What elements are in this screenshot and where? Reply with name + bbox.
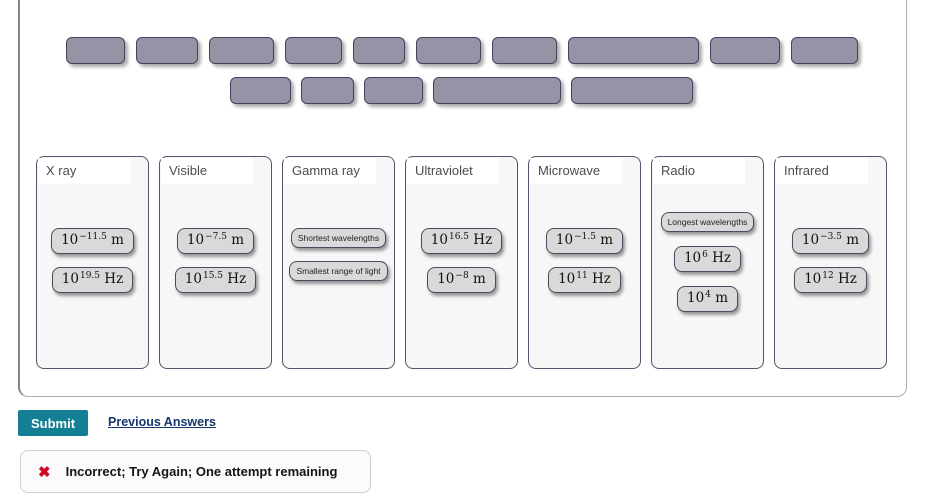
tile-row: [66, 37, 906, 64]
bin-chip-stack: 1016.5 Hz 10−8 m: [406, 157, 517, 368]
bin-label: Visible: [161, 158, 253, 184]
bin-visible[interactable]: Visible 10−7.5 m 1015.5 Hz: [159, 156, 272, 369]
answer-tile[interactable]: [136, 37, 198, 64]
item-chip[interactable]: 1015.5 Hz: [174, 267, 257, 293]
answer-tile[interactable]: [492, 37, 557, 64]
bin-chip-stack: 10−11.5 m 1019.5 Hz: [37, 157, 148, 368]
answer-tile[interactable]: [285, 37, 342, 64]
bin-chip-stack: 10−7.5 m 1015.5 Hz: [160, 157, 271, 368]
feedback-message: Incorrect; Try Again; One attempt remain…: [65, 464, 338, 479]
tile-tray: [20, 37, 906, 104]
answer-tile[interactable]: [568, 37, 699, 64]
bin-chip-stack: Longest wavelengths 106 Hz 104 m: [652, 157, 763, 368]
item-chip[interactable]: 10−8 m: [427, 267, 496, 293]
bin-ultraviolet[interactable]: Ultraviolet 1016.5 Hz 10−8 m: [405, 156, 518, 369]
item-chip[interactable]: 10−3.5 m: [791, 228, 870, 254]
submit-button[interactable]: Submit: [18, 410, 88, 436]
feedback-box: ✖ Incorrect; Try Again; One attempt rema…: [20, 450, 371, 493]
bin-label: Gamma ray: [284, 158, 376, 184]
bin-label: Infrared: [776, 158, 868, 184]
item-chip[interactable]: 10−7.5 m: [176, 228, 255, 254]
tile-row: [230, 77, 906, 104]
item-chip[interactable]: Shortest wavelengths: [290, 228, 387, 248]
bin-label: Ultraviolet: [407, 158, 499, 184]
answer-tile[interactable]: [301, 77, 354, 104]
item-chip[interactable]: 1011 Hz: [548, 267, 621, 293]
bin-microwave[interactable]: Microwave 10−1.5 m 1011 Hz: [528, 156, 641, 369]
bin-x-ray[interactable]: X ray 10−11.5 m 1019.5 Hz: [36, 156, 149, 369]
item-chip[interactable]: 106 Hz: [673, 246, 742, 272]
x-mark-icon: ✖: [38, 463, 51, 481]
answer-tile[interactable]: [416, 37, 481, 64]
answer-tile[interactable]: [710, 37, 780, 64]
previous-answers-link[interactable]: Previous Answers: [108, 415, 216, 429]
bin-chip-stack: 10−3.5 m 1012 Hz: [775, 157, 886, 368]
item-chip[interactable]: 1019.5 Hz: [51, 267, 134, 293]
answer-tile[interactable]: [364, 77, 423, 104]
item-chip[interactable]: 1016.5 Hz: [420, 228, 503, 254]
bin-label: Radio: [653, 158, 745, 184]
item-chip[interactable]: 104 m: [676, 286, 738, 312]
answer-tile[interactable]: [791, 37, 858, 64]
item-chip[interactable]: 10−1.5 m: [545, 228, 624, 254]
bin-chip-stack: 10−1.5 m 1011 Hz: [529, 157, 640, 368]
item-chip[interactable]: 10−11.5 m: [51, 228, 134, 254]
bin-infrared[interactable]: Infrared 10−3.5 m 1012 Hz: [774, 156, 887, 369]
bin-label: Microwave: [530, 158, 622, 184]
bin-label: X ray: [38, 158, 130, 184]
answer-tile[interactable]: [433, 77, 561, 104]
answer-tile[interactable]: [230, 77, 291, 104]
answer-tile[interactable]: [66, 37, 125, 64]
item-chip[interactable]: 1012 Hz: [794, 267, 867, 293]
item-chip[interactable]: Smallest range of light: [289, 261, 388, 281]
answer-tile[interactable]: [571, 77, 693, 104]
answer-tile[interactable]: [209, 37, 274, 64]
answer-tile[interactable]: [353, 37, 405, 64]
item-chip[interactable]: Longest wavelengths: [660, 212, 755, 232]
